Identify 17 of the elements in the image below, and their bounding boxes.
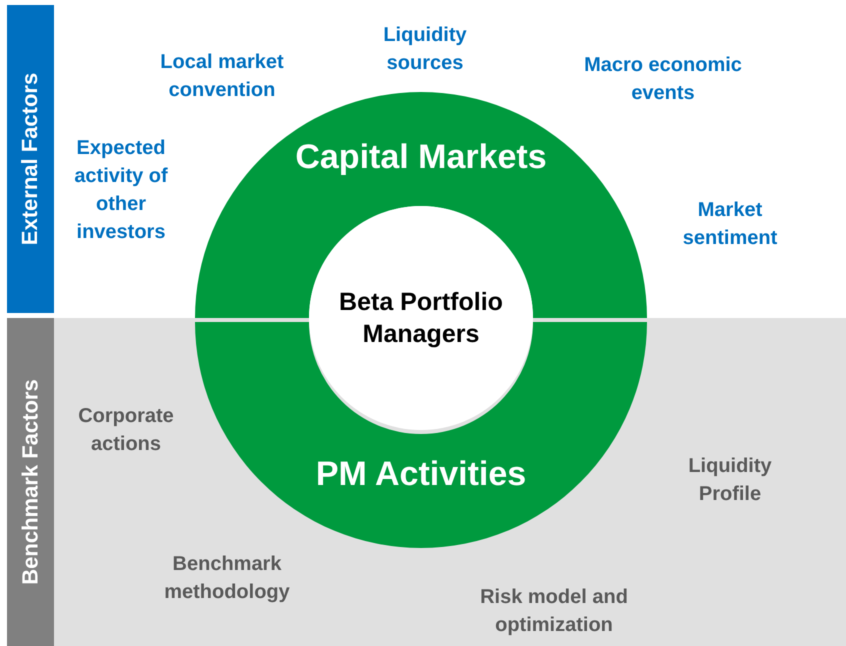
factor-label: Macro economic events bbox=[583, 53, 743, 106]
ring-label: Capital Markets bbox=[295, 138, 547, 177]
ring-label: PM Activities bbox=[316, 455, 526, 494]
factor-label: Market sentiment bbox=[682, 198, 778, 251]
band-label: External Factors bbox=[18, 72, 44, 246]
center-label: Beta Portfolio Managers bbox=[338, 287, 504, 350]
factor-label: Risk model and optimization bbox=[479, 585, 629, 638]
half-ring bbox=[195, 322, 647, 548]
factor-label: Liquidity Profile bbox=[687, 454, 773, 507]
factor-label: Liquidity sources bbox=[382, 23, 468, 76]
factor-label: Benchmark methodology bbox=[163, 552, 291, 605]
factor-label: Local market convention bbox=[159, 50, 285, 103]
side-band bbox=[7, 5, 54, 313]
factor-label: Corporate actions bbox=[77, 404, 175, 457]
band-label: Benchmark Factors bbox=[18, 379, 44, 585]
factor-label: Expected activity of other investors bbox=[73, 136, 169, 245]
side-band bbox=[7, 318, 54, 646]
